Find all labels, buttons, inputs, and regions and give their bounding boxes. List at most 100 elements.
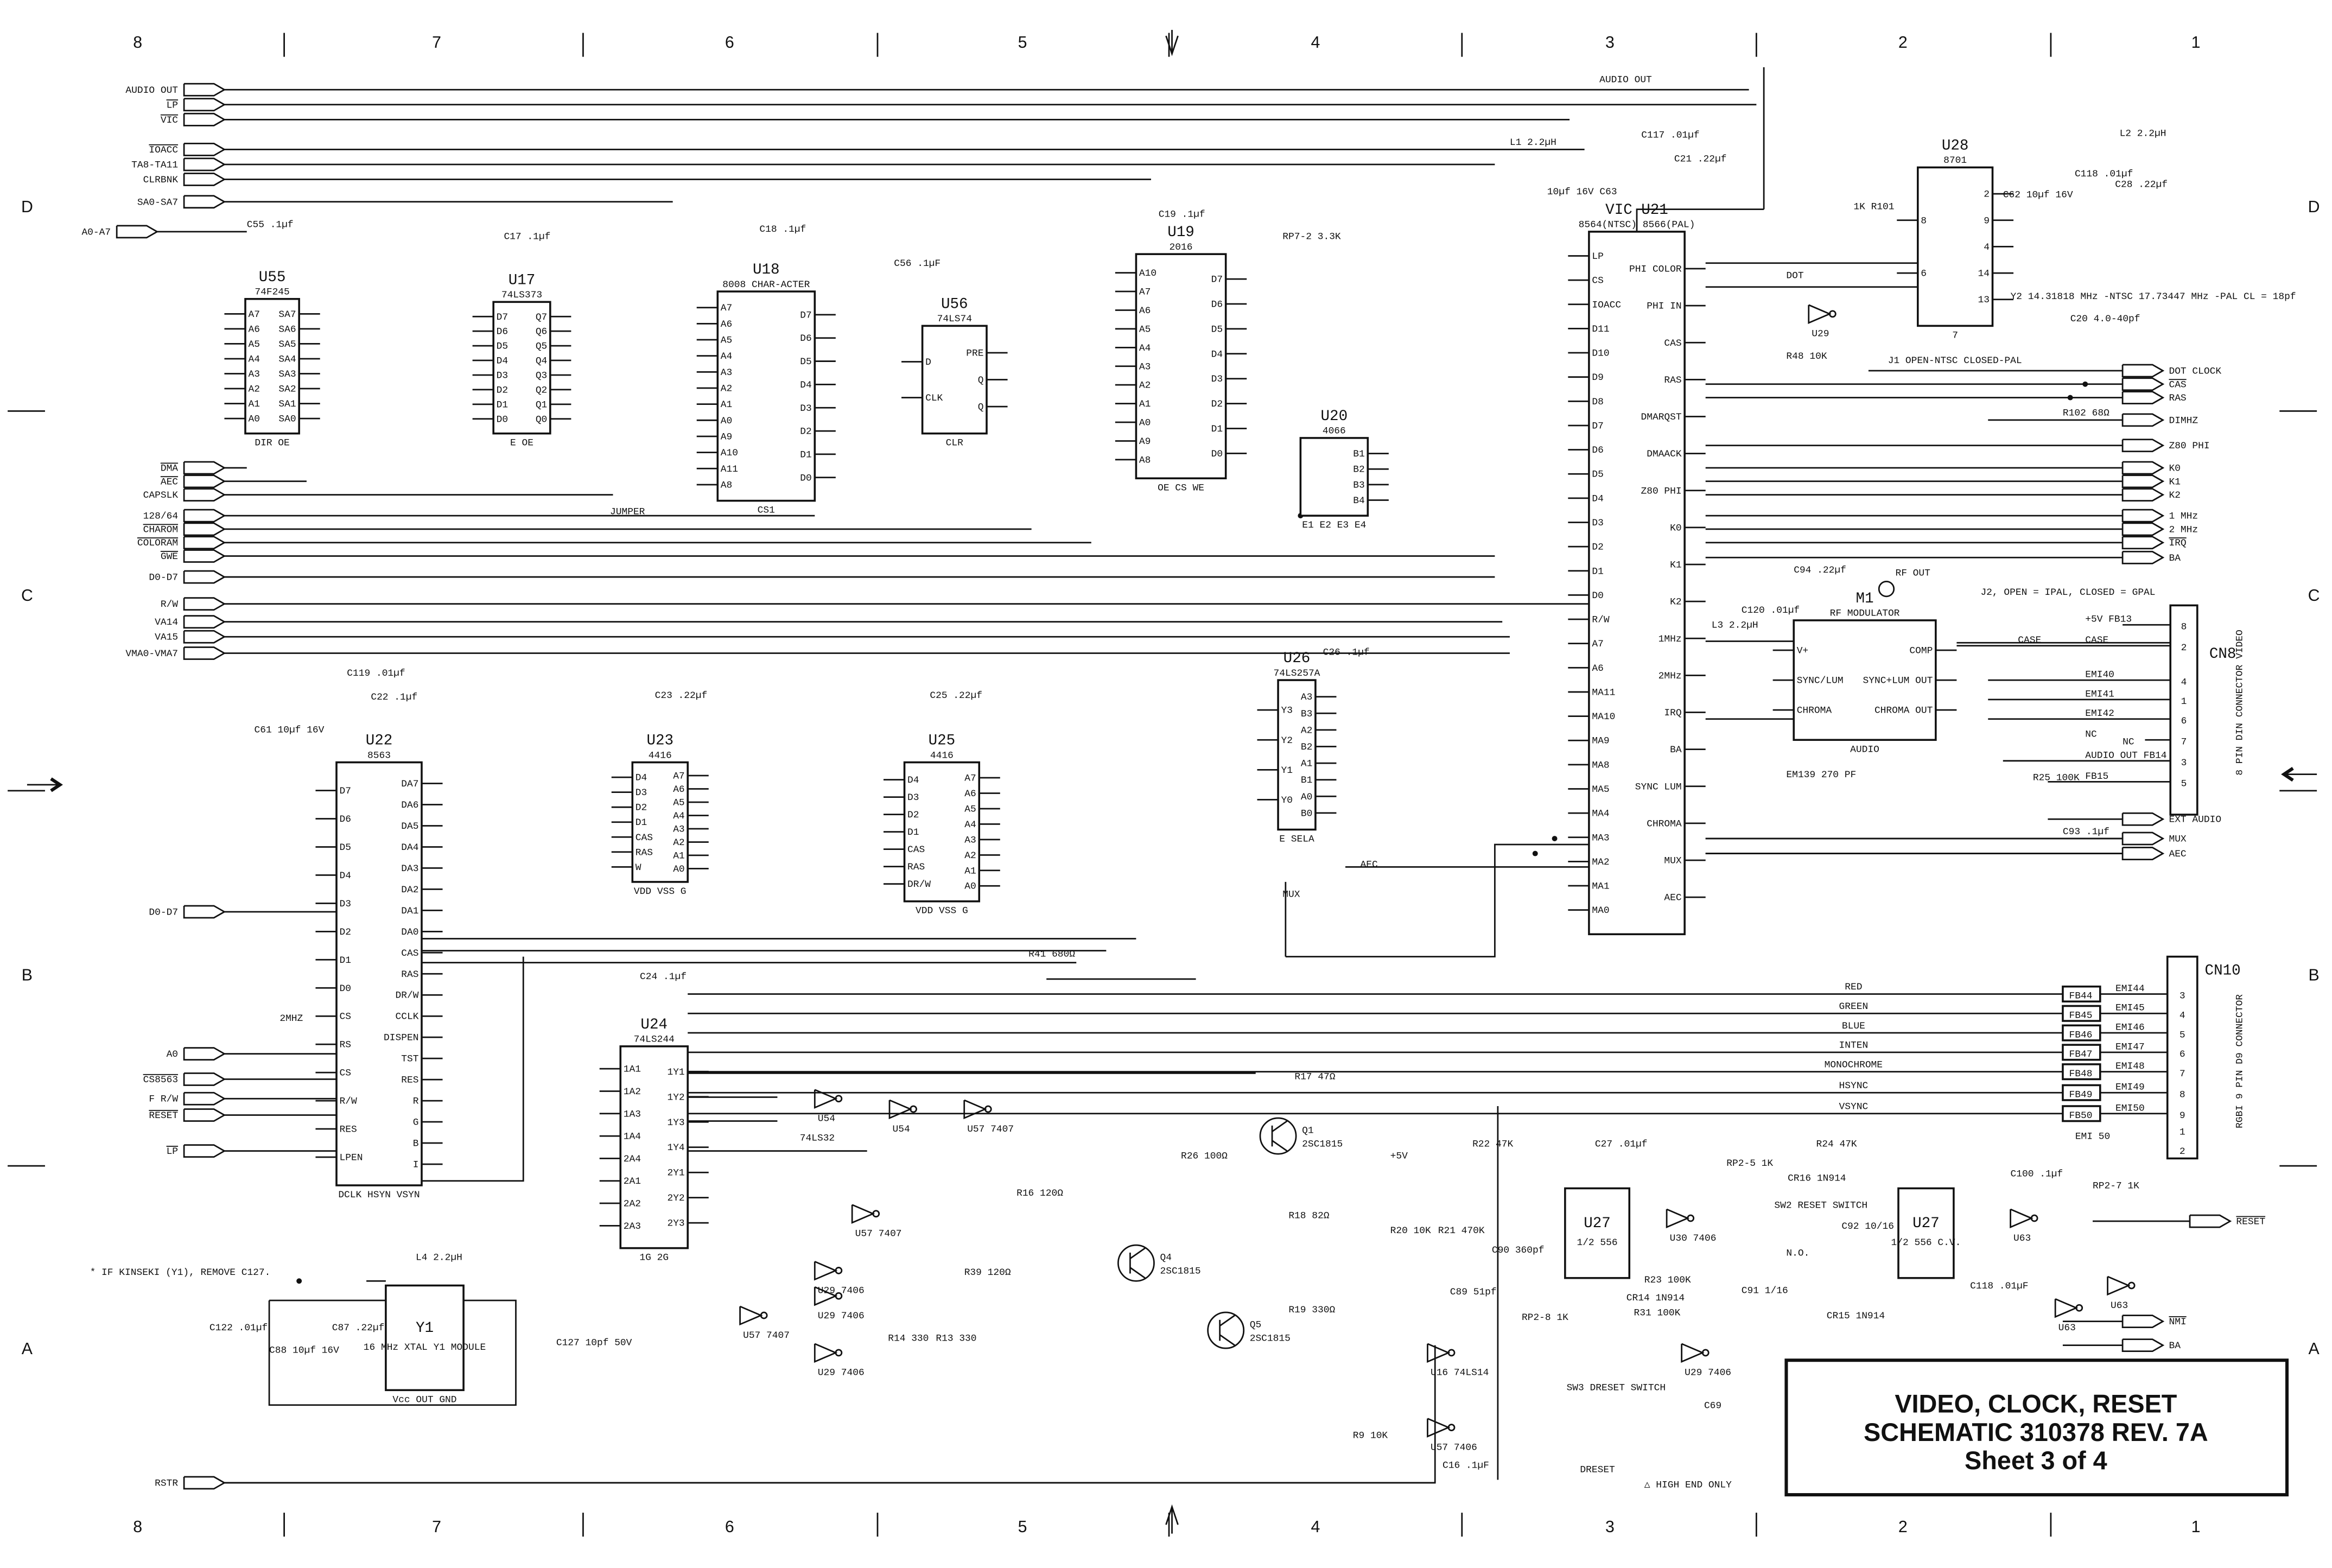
note-kinseki: * IF KINSEKI (Y1), REMOVE C127.: [90, 1267, 271, 1278]
input-signal-label: DMA: [161, 464, 178, 474]
output-signal-label: RAS: [2169, 393, 2186, 404]
pin-name: DMARQST: [1641, 412, 1681, 423]
pin-name: 2Y1: [667, 1168, 684, 1179]
pin-name-bottom: E SELA: [1279, 834, 1314, 845]
circuit-wire: [224, 1345, 1436, 1484]
pin-name: R/W: [340, 1096, 357, 1107]
component-value-label: R22 47K: [1472, 1139, 1513, 1150]
pin-name: Q: [978, 375, 984, 386]
transistor-ref: Q4: [1160, 1253, 1171, 1264]
pin-name: D1: [800, 449, 811, 460]
pin-name: A1: [964, 866, 976, 877]
rgbi-signal-name: INTEN: [1839, 1040, 1869, 1051]
component-value-label: C16 .1µF: [1443, 1460, 1489, 1471]
pin-name: CLK: [925, 393, 943, 404]
side-arrow-left-head: [50, 777, 63, 792]
pin-name: Y0: [1281, 795, 1293, 806]
ferrite-bead: [2062, 1105, 2101, 1122]
row-label-right: B: [2309, 967, 2320, 985]
pin-name: D6: [497, 327, 508, 338]
gate-inverter-bubble: [872, 1210, 880, 1218]
pin-name: K2: [1670, 597, 1681, 608]
output-connector-arrow: [2121, 831, 2165, 846]
output-connector-arrow: [2121, 391, 2165, 404]
pin-name: CAS: [636, 833, 653, 843]
note-high-end: △ HIGH END ONLY: [1644, 1480, 1732, 1490]
pin-name: LPEN: [340, 1153, 363, 1164]
pin-name-bottom: CS1: [758, 505, 775, 516]
emi-filter-label: EMI48: [2115, 1061, 2145, 1072]
circuit-wire: [1285, 843, 1589, 957]
pin-name: 13: [1978, 295, 1989, 306]
pin-name: D3: [1211, 374, 1223, 385]
ferrite-bead-label: FB48: [2069, 1069, 2093, 1080]
output-signal-label: DOT CLOCK: [2169, 366, 2221, 377]
column-label-bottom: 6: [725, 1518, 734, 1536]
pin-name-bottom: E OE: [510, 438, 533, 449]
pin-name: D7: [800, 310, 811, 321]
pin-name: A6: [1592, 663, 1603, 674]
ferrite-bead-label: FB45: [2069, 1011, 2093, 1021]
ic-u25: U254416D4D3D2D1CASRASDR/WA7A6A5A4A3A2A1A…: [883, 733, 1000, 917]
pin-name: D0: [497, 414, 508, 425]
ic-part-number: 8008 CHAR-ACTER: [722, 280, 810, 290]
component-value-label: R18 82Ω: [1288, 1211, 1329, 1222]
logic-gate-buffer: [963, 1099, 987, 1120]
pin-name: B: [413, 1139, 419, 1150]
pin-name: 1A1: [624, 1064, 641, 1075]
component-value-label: L4 2.2µH: [416, 1253, 462, 1264]
pin-name-bottom: DIR OE: [255, 438, 289, 449]
pin-name: Q7: [536, 312, 547, 323]
pin-name: D6: [1211, 299, 1223, 310]
pin-name: B3: [1301, 709, 1312, 720]
component-value-label: RP2-5 1K: [1726, 1158, 1773, 1169]
connector-net-label: EMI40: [2085, 670, 2114, 681]
pin-name: DA1: [401, 906, 418, 917]
ic-part-number: 1/2 556: [1577, 1237, 1617, 1248]
pin-name: A11: [721, 464, 738, 475]
pin-name: A7: [249, 309, 260, 320]
pin-name: A1: [1139, 399, 1151, 410]
input-signal-label: IOACC: [149, 145, 178, 156]
ic-u24: U2474LS2441A11A21A31A42A42A12A22A31Y11Y2…: [599, 1017, 709, 1264]
connector-net-label: FB15: [2085, 771, 2108, 782]
ferrite-bead: [2062, 985, 2101, 1003]
logic-gate-buffer: [2054, 1298, 2079, 1318]
pin-name: D9: [1592, 372, 1603, 383]
output-connector-arrow: [2121, 474, 2165, 488]
pin-name: DR/W: [907, 879, 931, 890]
gate-label: U29 7406: [818, 1311, 865, 1322]
component-value-label: CR14 1N914: [1626, 1293, 1685, 1304]
pin-name: R/W: [1592, 615, 1609, 626]
component-value-label: C93 .1µf: [2063, 827, 2109, 837]
gate-inverter-bubble: [835, 1292, 843, 1300]
component-value-label: C19 .1µf: [1159, 209, 1205, 220]
pin-name: Q0: [536, 414, 547, 425]
pin-name: RES: [401, 1075, 418, 1086]
ic-part-number: 16 MHz XTAL Y1 MODULE: [364, 1342, 486, 1353]
pin-name: K1: [1670, 560, 1681, 571]
component-value-label: C23 .22µf: [655, 690, 708, 701]
gate-label: U63: [2111, 1300, 2128, 1311]
logic-gate-buffer: [2107, 1275, 2131, 1296]
ic-part-number: 4416: [930, 750, 954, 761]
component-value-label: R14 330: [888, 1333, 929, 1344]
connector-pin: 7: [2181, 737, 2187, 748]
input-signal-label: VMA0-VMA7: [125, 649, 178, 659]
input-signal-label: F R/W: [149, 1094, 178, 1105]
pin-name-bottom: AUDIO: [1850, 744, 1879, 755]
connector-pin: 5: [2181, 779, 2187, 790]
pin-name: A6: [249, 324, 260, 335]
row-label-right: A: [2309, 1340, 2320, 1358]
component-value-label: R31 100K: [1634, 1308, 1681, 1319]
net-label-nc: NC: [2123, 737, 2134, 748]
pin-name: CCLK: [396, 1012, 419, 1023]
pin-name: D1: [907, 827, 919, 838]
ferrite-bead-label: FB47: [2069, 1049, 2093, 1060]
pin-name: D6: [1592, 445, 1603, 456]
logic-gate-buffer: [851, 1204, 875, 1224]
emi-filter-label: EMI44: [2115, 983, 2145, 994]
